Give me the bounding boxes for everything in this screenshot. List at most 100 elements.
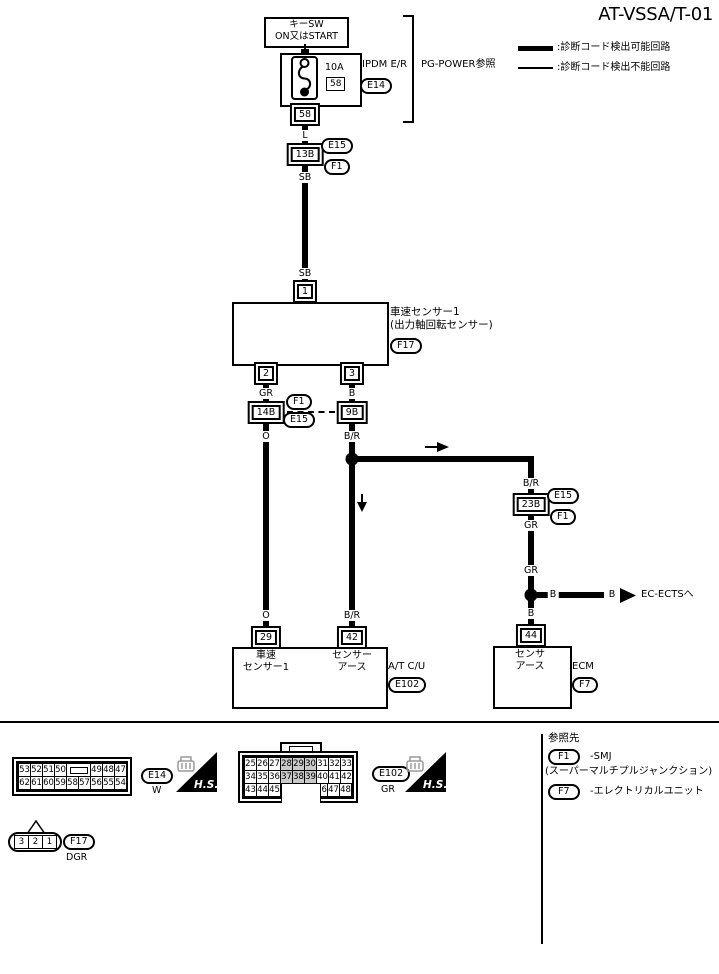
- pinout-e14-row1: 53 52 51 50 49 48 47: [18, 763, 127, 777]
- pinout-e14-blank-slot: [66, 763, 91, 777]
- pinout-e102-row1: 25 26 27 28 29 30 31 32 33: [244, 757, 353, 771]
- pin-44: 44: [515, 624, 547, 647]
- atcu-box: [232, 647, 388, 709]
- hs-label: H.S.: [423, 779, 447, 791]
- wire-branch-horizontal: [352, 456, 534, 462]
- connector-14b: 14B: [247, 401, 285, 424]
- reference-f1-text: -SMJ: [590, 751, 612, 762]
- connector-ref-e14: E14: [360, 78, 393, 94]
- wire-label-br2: B/R: [520, 478, 542, 489]
- pinout-f17: 3 2 1: [8, 832, 62, 852]
- atcu-pin42-label1: センサー: [332, 650, 372, 661]
- pinout-e14-ref: E14: [141, 768, 174, 784]
- speed-sensor-sub: (出力軸回転センサー): [390, 319, 493, 331]
- atcu-pin42-label2: アース: [337, 662, 367, 673]
- hs-icon-e14: H.S.: [176, 752, 218, 792]
- wire-gr-o: [263, 362, 269, 647]
- pg-power-note: PG-POWER参照: [421, 59, 496, 70]
- pinout-e14-row2: 62 61 60 59 58 57 56 55 54: [18, 776, 127, 790]
- reference-f1-ref: F1: [548, 749, 580, 765]
- pinout-e102-notch-cutout: [281, 784, 321, 803]
- wire-label-b1: B: [346, 388, 358, 399]
- connector-23b: 23B: [512, 493, 550, 516]
- wire-label-sb2: SB: [296, 268, 314, 279]
- reference-divider: [541, 734, 543, 944]
- connector-9b: 9B: [336, 401, 368, 424]
- pin-3: 3: [339, 362, 365, 385]
- pinout-e102-row2: 34 35 36 37 38 39 40 41 42: [244, 770, 353, 784]
- pinout-e102-ref: E102: [372, 766, 411, 782]
- pinout-e14: 53 52 51 50 49 48 47 62 61 60 59 58 57 5…: [12, 757, 132, 796]
- wire-b-br: [349, 362, 355, 647]
- key-switch-line2: ON又はSTART: [275, 31, 338, 42]
- wire-br-gr-b: [528, 456, 534, 646]
- flow-arrow-down: [357, 494, 367, 512]
- pinout-e102-row3: 43 44 45 46 47 48: [244, 783, 352, 797]
- page-title: AT-VSSA/T-01: [598, 4, 713, 25]
- pinout-f17-ref: F17: [63, 834, 95, 850]
- fuse-number-box: 58: [326, 77, 346, 91]
- ref-f1-right: F1: [550, 509, 576, 525]
- wire-label-l: L: [300, 130, 310, 141]
- key-switch-box: キーSW ON又はSTART: [264, 17, 349, 48]
- hs-label: H.S.: [194, 779, 218, 791]
- wire-label-gr3: GR: [522, 565, 540, 576]
- wire-label-o1: O: [260, 431, 272, 442]
- pinout-e14-color: W: [152, 785, 162, 796]
- junction-dot-1: [345, 452, 359, 466]
- legend-thick-text: :診断コード検出可能回路: [557, 42, 671, 53]
- atcu-pin29-label2: センサー1: [242, 662, 290, 673]
- wire-label-o2: O: [260, 610, 272, 621]
- reference-f1-note: (スーパーマルチプルジャンクション): [545, 766, 713, 777]
- wire-ects-horizontal: [537, 592, 604, 598]
- ref-e15-right: E15: [547, 488, 580, 504]
- pinout-f17-color: DGR: [66, 852, 88, 863]
- pin-58: 58: [289, 103, 321, 126]
- wire-label-b2: B: [547, 589, 559, 600]
- hs-icon-e102: H.S.: [405, 752, 447, 792]
- pin-42: 42: [336, 626, 368, 649]
- fuse-symbol: [291, 56, 318, 100]
- ecm-label2: アース: [515, 661, 545, 672]
- wire-label-b3: B: [606, 589, 618, 600]
- ref-e15-mid: E15: [283, 412, 316, 428]
- ecm-box: [493, 646, 572, 709]
- ref-f1-mid: F1: [286, 394, 312, 410]
- ecm-label1: センサ: [515, 649, 545, 660]
- ref-e102: E102: [388, 677, 427, 693]
- ects-arrow: [620, 588, 636, 603]
- pin-29: 29: [250, 626, 282, 649]
- ref-e15-top: E15: [321, 138, 354, 154]
- fuse-rating: 10A: [325, 62, 344, 73]
- atcu-name: A/T C/U: [388, 661, 426, 672]
- wire-label-br1: B/R: [341, 431, 363, 442]
- pinout-e102-color: GR: [381, 784, 395, 795]
- wire-label-sb1: SB: [296, 172, 314, 183]
- atcu-pin29-label1: 車速: [256, 650, 276, 661]
- ref-f1-top: F1: [324, 159, 350, 175]
- reference-f7-text: -エレクトリカルユニット: [590, 786, 704, 797]
- ecm-name: ECM: [572, 661, 594, 672]
- connector-13b: 13B: [286, 143, 324, 166]
- speed-sensor-name: 車速センサー1: [390, 306, 460, 318]
- key-switch-line1: キーSW: [289, 19, 324, 30]
- flow-arrow-right: [425, 442, 449, 452]
- reference-f7-ref: F7: [548, 784, 580, 800]
- ref-f7: F7: [572, 677, 598, 693]
- speed-sensor-box: [232, 302, 389, 366]
- pin-1: 1: [292, 280, 318, 303]
- wire-label-gr2: GR: [522, 520, 540, 531]
- ects-label: EC-ECTSへ: [641, 589, 694, 600]
- legend-thin-line: [518, 67, 553, 69]
- pg-power-bracket: [403, 15, 414, 123]
- ref-f17: F17: [390, 338, 422, 354]
- wire-label-br3: B/R: [341, 610, 363, 621]
- legend-thin-text: :診断コード検出不能回路: [557, 62, 671, 73]
- legend-thick-line: [518, 46, 553, 51]
- wire-sb: [302, 119, 308, 302]
- ipdm-label: IPDM E/R: [362, 59, 408, 70]
- wire-junction-square: [301, 49, 309, 56]
- section-divider: [0, 721, 719, 723]
- smj-dashed-link: [287, 411, 335, 413]
